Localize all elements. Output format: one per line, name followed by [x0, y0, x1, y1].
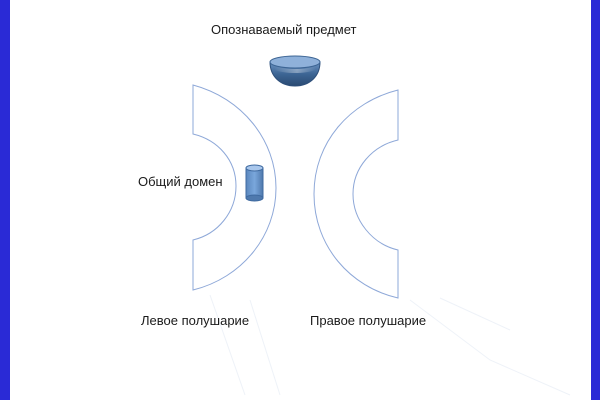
left-hemisphere-label: Левое полушарие: [141, 313, 250, 328]
common-domain-cylinder: [245, 164, 264, 202]
faint-reflection: [209, 294, 571, 396]
diagram-graphics: [192, 55, 571, 396]
recognized-object-shape: [269, 55, 321, 87]
recognized-object-label: Опознаваемый предмет: [211, 22, 357, 37]
diagram-canvas: Опознаваемый предмет Общий домен Левое п…: [10, 0, 591, 400]
common-domain-label: Общий домен: [138, 174, 223, 189]
right-hemisphere-label: Правое полушарие: [310, 313, 427, 328]
right-hemisphere-shape: [313, 89, 399, 299]
left-hemisphere-shape: [192, 84, 277, 291]
